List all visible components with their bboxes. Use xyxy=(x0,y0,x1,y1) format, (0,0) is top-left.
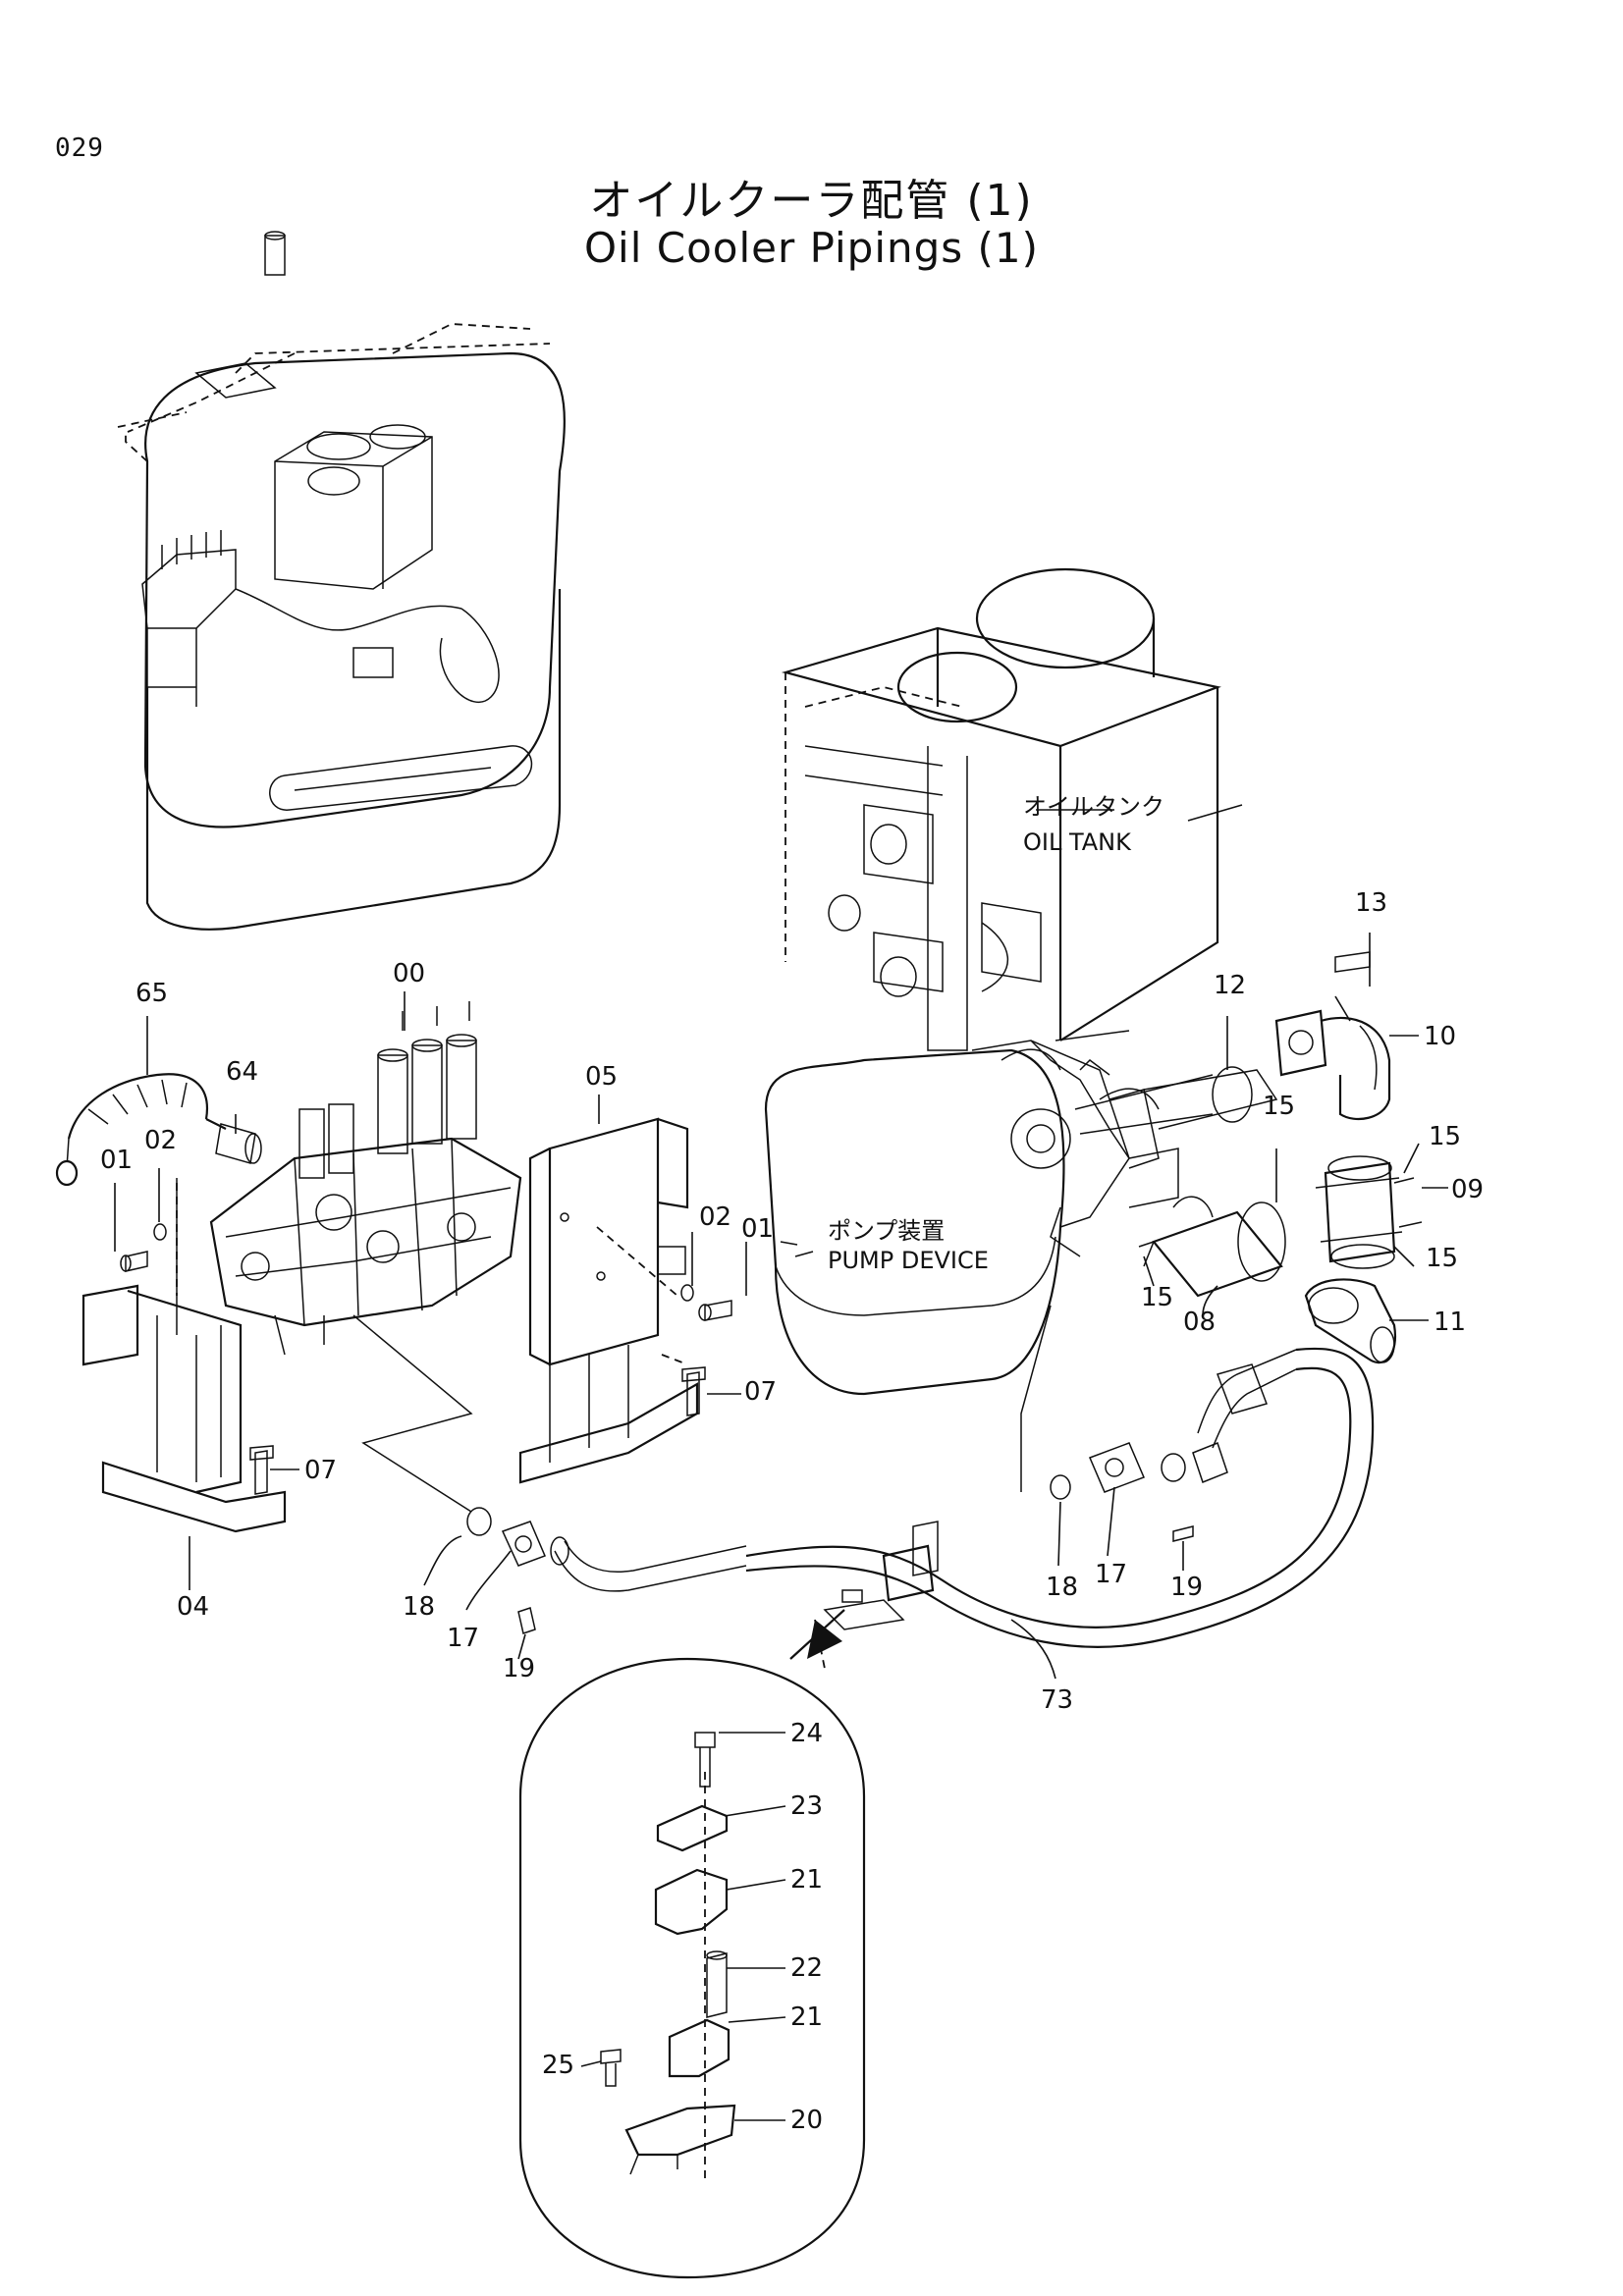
part-label-07: 07 xyxy=(304,1456,337,1485)
part-label-20: 20 xyxy=(790,2106,823,2135)
part-label-05: 05 xyxy=(585,1062,618,1092)
part-label-01: 01 xyxy=(100,1146,133,1175)
bracket-04-drawing xyxy=(81,1178,287,1533)
part-label-08: 08 xyxy=(1183,1308,1216,1337)
part-label-17: 17 xyxy=(447,1624,479,1653)
part-label-22: 22 xyxy=(790,1953,823,1983)
part-label-02: 02 xyxy=(144,1126,177,1155)
part-label-19: 19 xyxy=(1170,1573,1203,1602)
small-hardware-drawing xyxy=(120,1223,732,1495)
sensor-harness-drawing xyxy=(55,1073,262,1187)
part-label-01: 01 xyxy=(741,1214,774,1244)
part-label-02: 02 xyxy=(699,1202,731,1232)
part-label-13: 13 xyxy=(1355,888,1387,918)
part-label-25: 25 xyxy=(542,2051,574,2080)
projection-lines xyxy=(176,1074,1214,1670)
part-label-15: 15 xyxy=(1429,1122,1461,1151)
part-label-24: 24 xyxy=(790,1719,823,1748)
part-label-15: 15 xyxy=(1141,1283,1173,1312)
part-label-21: 21 xyxy=(790,1865,823,1895)
part-label-10: 10 xyxy=(1424,1022,1456,1051)
part-label-65: 65 xyxy=(135,979,168,1008)
part-label-17: 17 xyxy=(1095,1560,1127,1589)
bracket-05-drawing xyxy=(518,1117,699,1484)
part-label-21: 21 xyxy=(790,2002,823,2032)
oil-cooler-fittings-drawing xyxy=(1138,951,1423,1364)
part-label-11: 11 xyxy=(1434,1308,1466,1337)
oil-tank-label-en: OIL TANK xyxy=(1023,828,1132,856)
part-label-04: 04 xyxy=(177,1592,209,1622)
control-valve-drawing xyxy=(209,1001,522,1356)
part-label-07: 07 xyxy=(744,1377,777,1407)
oil-cooler-hose-drawing xyxy=(466,1347,1375,1648)
flange-fittings-drawing xyxy=(517,1442,1194,1634)
oil-tank-label-ja: オイルタンク xyxy=(1023,793,1164,821)
machine-overview-drawing xyxy=(117,231,567,931)
page-title-japanese: オイルクーラ配管 (1) xyxy=(589,176,1034,226)
pump-device-label-ja: ポンプ装置 xyxy=(828,1217,945,1245)
part-label-19: 19 xyxy=(503,1654,535,1683)
leader-lines xyxy=(114,804,1448,2121)
pump-device-drawing xyxy=(764,1030,1278,1396)
part-label-15: 15 xyxy=(1263,1092,1295,1121)
part-label-12: 12 xyxy=(1214,971,1246,1000)
part-label-00: 00 xyxy=(393,959,425,988)
part-label-18: 18 xyxy=(403,1592,435,1622)
part-label-73: 73 xyxy=(1041,1685,1073,1715)
part-label-09: 09 xyxy=(1451,1175,1484,1204)
page-title-english: Oil Cooler Pipings (1) xyxy=(584,224,1039,272)
pump-device-label-en: PUMP DEVICE xyxy=(828,1247,989,1274)
page-number: 029 xyxy=(55,133,104,163)
part-label-23: 23 xyxy=(790,1791,823,1821)
oil-tank-drawing xyxy=(781,567,1221,1051)
part-label-18: 18 xyxy=(1046,1573,1078,1602)
part-label-15: 15 xyxy=(1426,1244,1458,1273)
part-label-64: 64 xyxy=(226,1057,258,1087)
clamp-detail-outline xyxy=(518,1609,866,2279)
